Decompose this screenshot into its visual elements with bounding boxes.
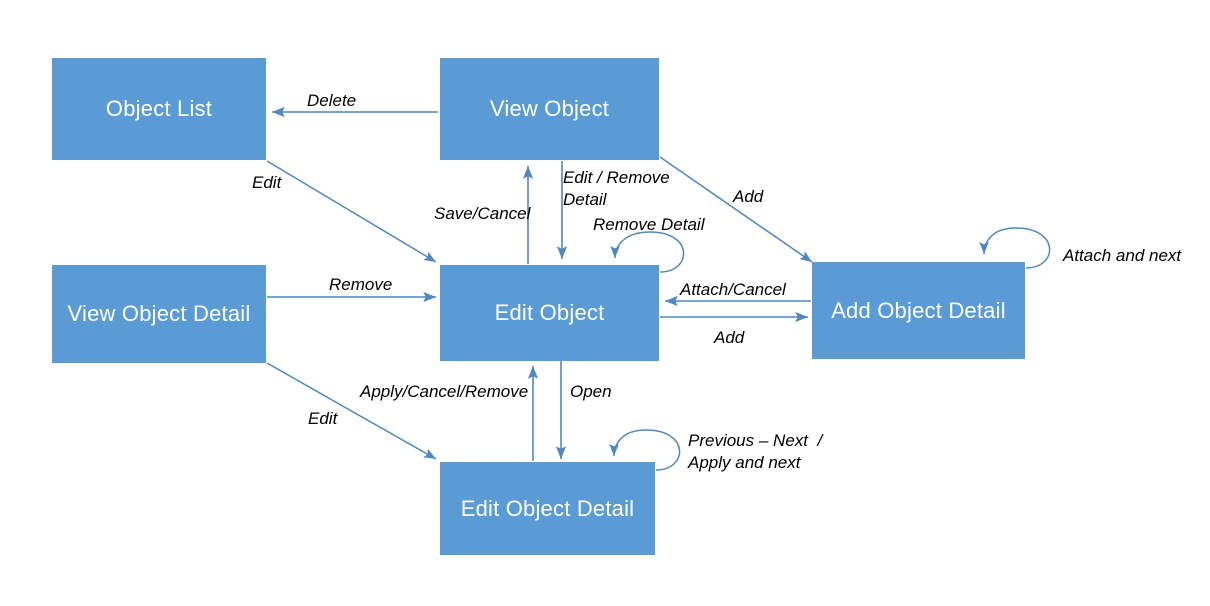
edge-label-edit-remove-detail: Edit / Remove Detail (563, 168, 670, 209)
edge-label-open: Open (570, 382, 612, 401)
state-node-edit-object-detail[interactable]: Edit Object Detail (440, 462, 655, 555)
state-node-label: View Object Detail (67, 301, 251, 326)
edge-label-save-cancel: Save/Cancel (434, 204, 531, 223)
edge-previous-next-self (609, 429, 681, 471)
edge-label-remove-detail-self: Remove Detail (593, 215, 705, 234)
state-node-view-object[interactable]: View Object (440, 58, 659, 160)
edge-label-delete: Delete (307, 91, 357, 110)
state-node-label: Edit Object (494, 300, 605, 325)
edge-label-previous-next: Previous – Next / Apply and next (688, 431, 823, 472)
edge-remove-detail-self (610, 231, 685, 273)
state-node-label: Add Object Detail (831, 297, 1006, 323)
state-node-label: Edit Object Detail (460, 495, 635, 521)
state-node-label: View Object (489, 96, 610, 121)
edge-add-diagonal (659, 156, 813, 263)
edge-label-attach-cancel: Attach/Cancel (680, 280, 786, 299)
state-node-edit-object[interactable]: Edit Object (440, 265, 659, 361)
edge-attach-and-next-self (979, 227, 1051, 269)
edge-label-add-diagonal: Add (733, 187, 764, 206)
edge-label-apply-cancel-remove: Apply/Cancel/Remove (360, 382, 529, 401)
edge-edit-detail (266, 362, 437, 460)
edge-label-attach-and-next: Attach and next (1063, 246, 1182, 265)
state-node-add-object-detail[interactable]: Add Object Detail (812, 262, 1025, 359)
state-node-view-object-detail[interactable]: View Object Detail (52, 265, 266, 363)
edge-label-edit-list: Edit (252, 173, 282, 192)
state-node-object-list[interactable]: Object List (52, 58, 266, 160)
edge-label-edit-detail: Edit (308, 409, 338, 428)
edge-label-add-horizontal: Add (714, 328, 745, 347)
edge-edit-list (266, 160, 437, 263)
edge-label-remove: Remove (329, 275, 393, 294)
state-node-label: Object List (105, 96, 213, 121)
